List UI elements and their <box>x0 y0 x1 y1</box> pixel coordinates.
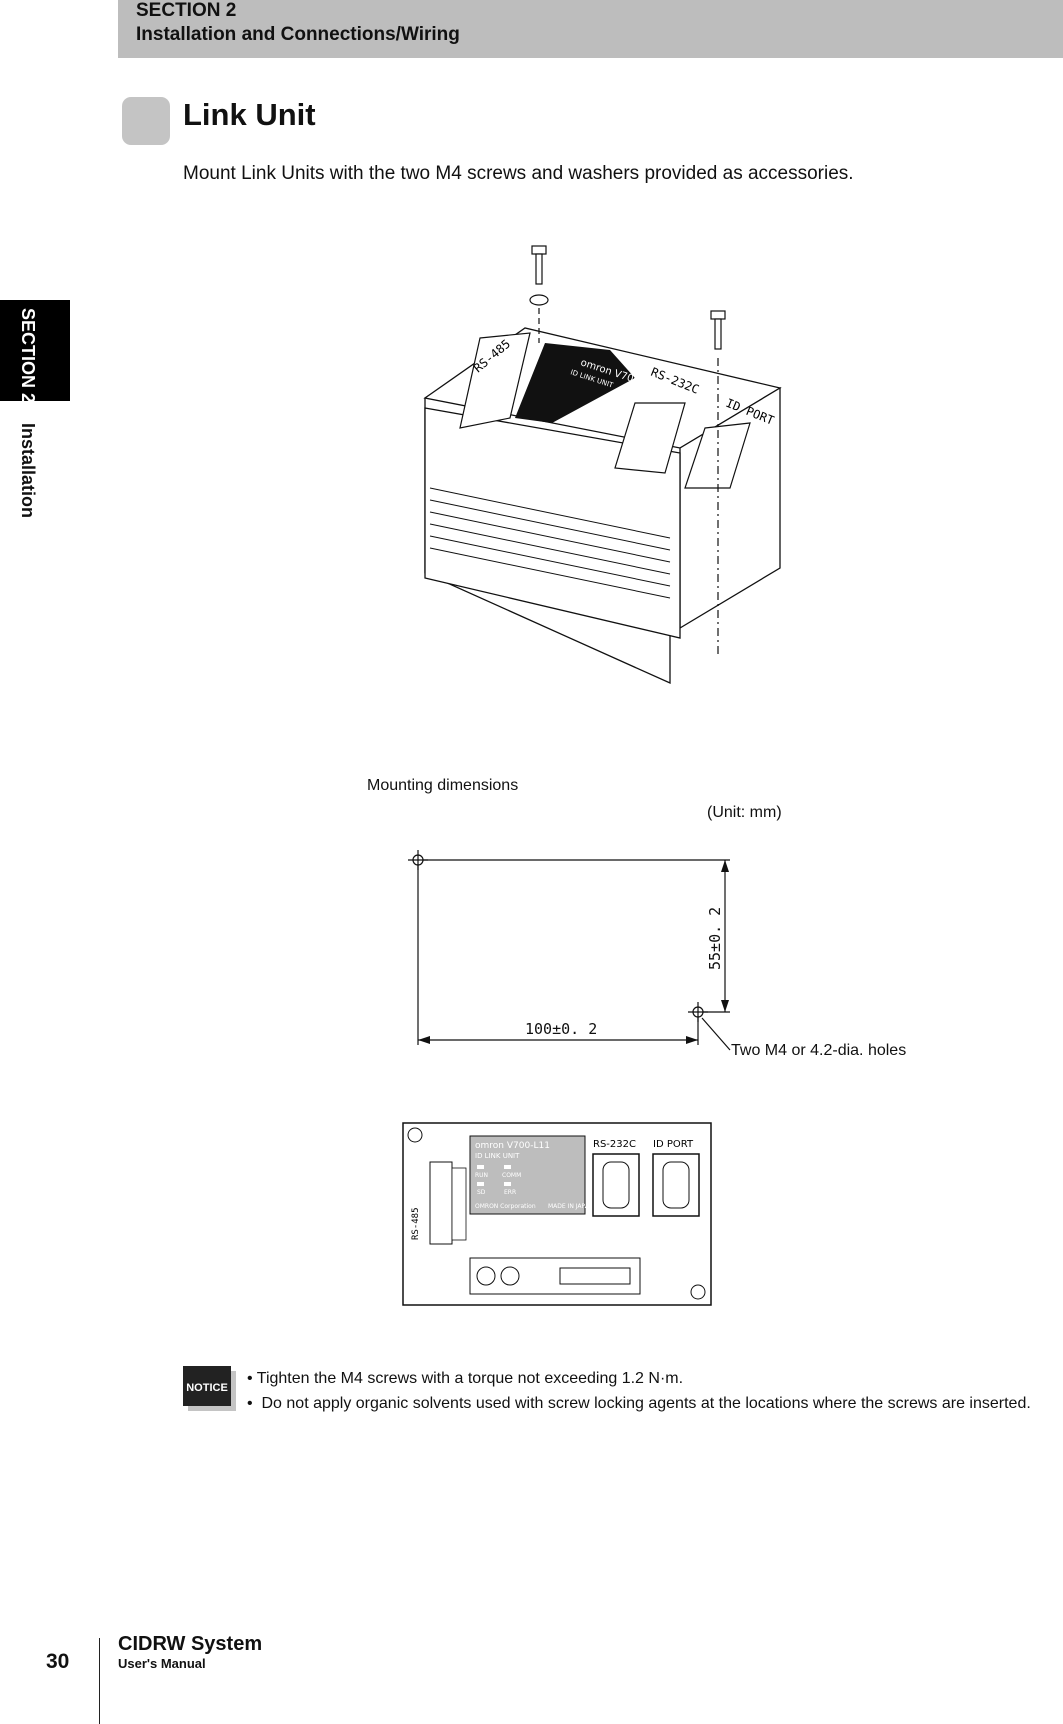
footer-divider <box>99 1638 100 1724</box>
front-rs232c-label: RS-232C <box>593 1139 636 1150</box>
notice-icon: NOTICE <box>183 1366 236 1411</box>
led-sd-label: SD <box>477 1189 486 1196</box>
front-label-plate <box>469 1135 586 1215</box>
rs232c-port <box>614 402 686 474</box>
intro-text: Mount Link Units with the two M4 screws … <box>183 163 854 184</box>
rotary-switch-2 <box>500 1266 520 1286</box>
front-brand-model: omron V700-L11 <box>475 1141 550 1151</box>
side-tab: SECTION 2 Installation <box>0 300 70 520</box>
maker-label: OMRON Corporation <box>475 1203 536 1210</box>
footer-system: CIDRW System <box>118 1633 263 1655</box>
side-tab-topic: Installation <box>18 423 38 519</box>
front-hole-bottom-right <box>690 1284 706 1300</box>
screw-right <box>710 310 726 658</box>
mounting-heading: Mounting dimensions <box>367 777 519 794</box>
page-number: 30 <box>46 1650 70 1673</box>
header-bar <box>118 0 1063 58</box>
link-unit-front-view: omron V700-L11 ID LINK UNIT RUN COMM SD … <box>402 1122 712 1306</box>
front-model: V700-L11 <box>507 1141 550 1151</box>
led-run-label: RUN <box>475 1172 488 1179</box>
vent-slots <box>429 487 671 599</box>
mounting-dimensions-drawing: 100±0. 2 55±0. 2 <box>408 850 731 1051</box>
led-comm <box>504 1165 511 1169</box>
rotary-switch-1 <box>476 1266 496 1286</box>
front-rs485-label: RS-485 <box>411 1207 421 1240</box>
side-tab-black <box>0 300 70 401</box>
title-marker <box>122 97 170 145</box>
front-hole-top-left <box>407 1127 423 1143</box>
led-sd <box>477 1182 484 1186</box>
notice-item: • Tighten the M4 screws with a torque no… <box>247 1370 684 1387</box>
screw-left <box>529 245 549 343</box>
holes-note: Two M4 or 4.2-dia. holes <box>731 1042 907 1059</box>
front-unit-type: ID LINK UNIT <box>475 1152 520 1160</box>
footer-manual: User's Manual <box>118 1656 206 1671</box>
front-rs485-terminal <box>429 1161 453 1245</box>
height-dimension: 55±0. 2 <box>706 907 724 970</box>
notice-icon-text: NOTICE <box>186 1382 228 1394</box>
front-id-port-label: ID PORT <box>653 1139 694 1150</box>
led-run <box>477 1165 484 1169</box>
notice-item-text: Tighten the M4 screws with a torque not … <box>256 1370 684 1387</box>
unit-note: (Unit: mm) <box>707 804 782 821</box>
origin-label: MADE IN JAPAN <box>548 1203 593 1210</box>
header-section: SECTION 2 <box>136 0 237 21</box>
notice-list: • Tighten the M4 screws with a torque no… <box>247 1366 1031 1416</box>
rs485-connector <box>459 332 531 429</box>
side-tab-text: SECTION 2 Installation <box>17 308 38 518</box>
front-brand: omron <box>475 1141 504 1151</box>
header-subtitle: Installation and Connections/Wiring <box>136 24 460 45</box>
link-unit-isometric-illustration: omron V700-L11 ID LINK UNIT RS-485 RS-23… <box>423 245 782 685</box>
notice-item-text: Do not apply organic solvents used with … <box>261 1395 1031 1412</box>
side-tab-section: SECTION 2 <box>18 308 38 404</box>
notice-item: • Do not apply organic solvents used wit… <box>247 1395 1031 1412</box>
dip-switch-bank <box>559 1267 631 1285</box>
label-plate <box>515 343 635 423</box>
led-err <box>504 1182 511 1186</box>
page-title: Link Unit <box>183 97 316 132</box>
led-err-label: ERR <box>504 1189 516 1196</box>
width-dimension: 100±0. 2 <box>525 1020 597 1038</box>
led-comm-label: COMM <box>502 1172 521 1179</box>
